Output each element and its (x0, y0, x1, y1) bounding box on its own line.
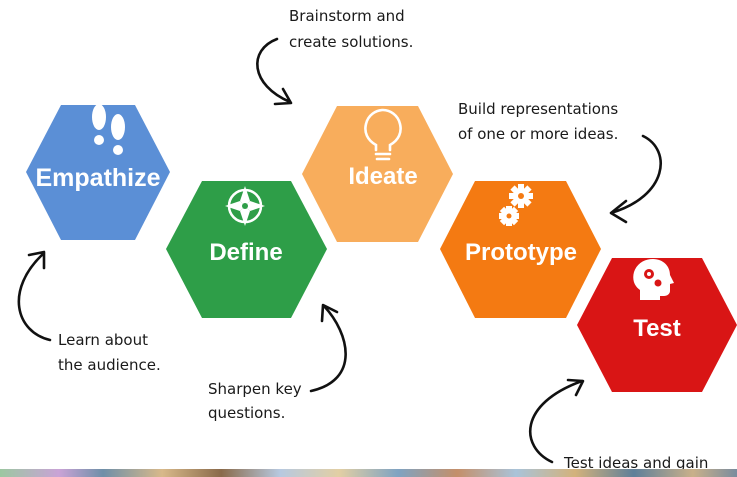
note-empathize-line1: Learn about (58, 331, 148, 349)
note-ideate-line1: Brainstorm and (289, 7, 405, 25)
photo-strip (0, 469, 737, 477)
arrow-define (309, 303, 347, 393)
step-empathize: Empathize (26, 104, 170, 240)
step-define: Define (166, 181, 327, 318)
arrow-test (529, 378, 585, 464)
step-label-empathize: Empathize (35, 164, 160, 192)
step-label-test: Test (633, 315, 681, 342)
note-prototype-line2: of one or more ideas. (458, 125, 618, 143)
step-label-define: Define (209, 239, 282, 266)
step-ideate: Ideate (302, 106, 453, 242)
note-ideate-line2: create solutions. (289, 33, 413, 51)
step-label-prototype: Prototype (465, 239, 577, 266)
gears-icon (499, 184, 533, 226)
footprints-icon (92, 104, 125, 155)
note-test-line1: Test ideas and gain (563, 454, 708, 472)
note-empathize-line2: the audience. (58, 356, 161, 374)
note-define-line1: Sharpen key (208, 380, 302, 398)
head-gears-icon (633, 259, 674, 300)
step-test: Test (577, 258, 737, 392)
lightbulb-icon (364, 108, 402, 161)
compass-icon (225, 186, 265, 226)
step-prototype: Prototype (440, 181, 601, 318)
note-define-line2: questions. (208, 404, 285, 422)
arrow-empathize (17, 250, 52, 342)
note-prototype-line1: Build representations (458, 100, 618, 118)
arrow-prototype (609, 134, 662, 224)
step-label-ideate: Ideate (348, 163, 417, 190)
arrow-ideate (256, 37, 293, 106)
